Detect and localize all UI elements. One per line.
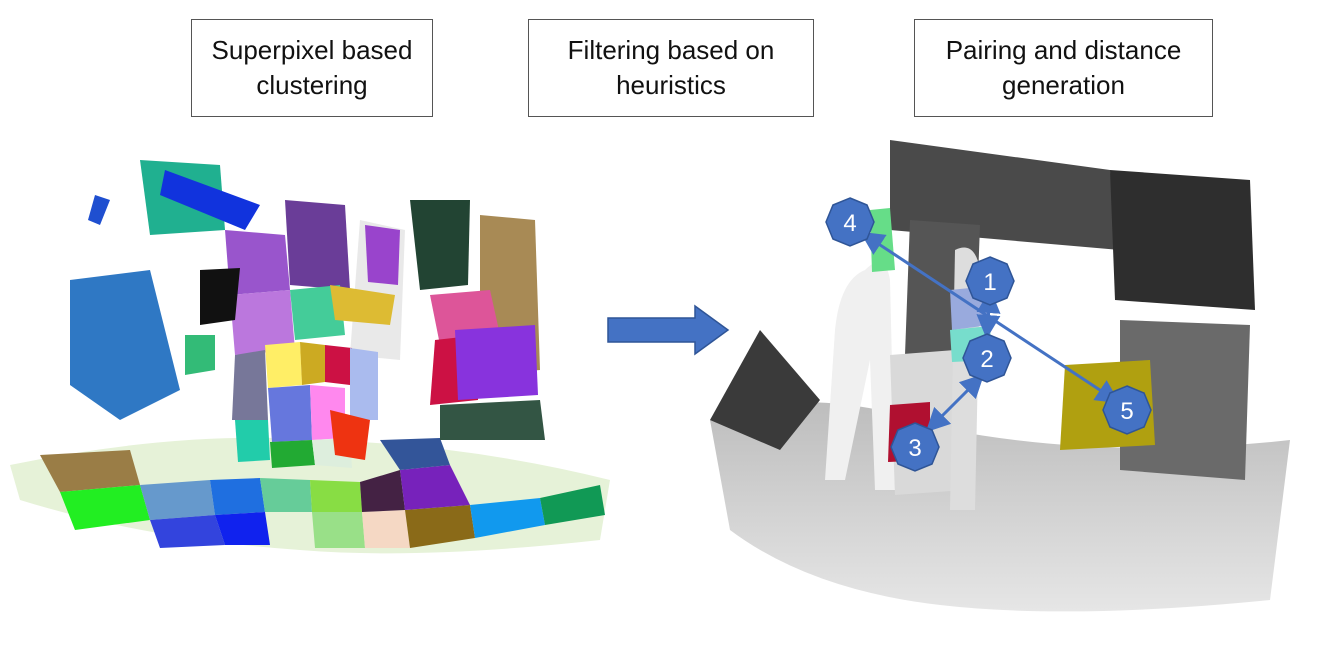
marker-5: 5 bbox=[1102, 385, 1152, 435]
step-label-line: Superpixel based bbox=[211, 35, 413, 65]
pointcloud-segments bbox=[185, 225, 545, 468]
marker-2-label: 2 bbox=[980, 346, 993, 373]
marker-1-label: 1 bbox=[983, 269, 996, 296]
marker-1: 1 bbox=[965, 256, 1015, 306]
pair-arrow-2-3 bbox=[925, 373, 985, 433]
process-arrow bbox=[607, 304, 730, 356]
marker-3: 3 bbox=[890, 422, 940, 472]
step-label-superpixel-clustering: Superpixel based clustering bbox=[191, 19, 433, 117]
step-label-pairing: Pairing and distance generation bbox=[914, 19, 1213, 117]
superpixel-pointcloud-image bbox=[10, 160, 610, 554]
pointcloud-floor bbox=[10, 437, 610, 554]
step-label-line: Pairing and distance bbox=[945, 35, 1182, 65]
marker-4-label: 4 bbox=[843, 210, 856, 237]
marker-5-label: 5 bbox=[1120, 398, 1133, 425]
marker-2: 2 bbox=[962, 333, 1012, 383]
step-label-line: generation bbox=[1002, 70, 1125, 100]
marker-4: 4 bbox=[825, 197, 875, 247]
step-label-line: heuristics bbox=[616, 70, 726, 100]
marker-3-label: 3 bbox=[908, 435, 921, 462]
process-arrow-shape bbox=[607, 304, 730, 356]
step-label-filtering: Filtering based on heuristics bbox=[528, 19, 814, 117]
step-label-line: Filtering based on bbox=[567, 35, 775, 65]
filtered-pointcloud-image: 1 2 3 4 5 bbox=[710, 140, 1290, 612]
step-label-line: clustering bbox=[256, 70, 368, 100]
